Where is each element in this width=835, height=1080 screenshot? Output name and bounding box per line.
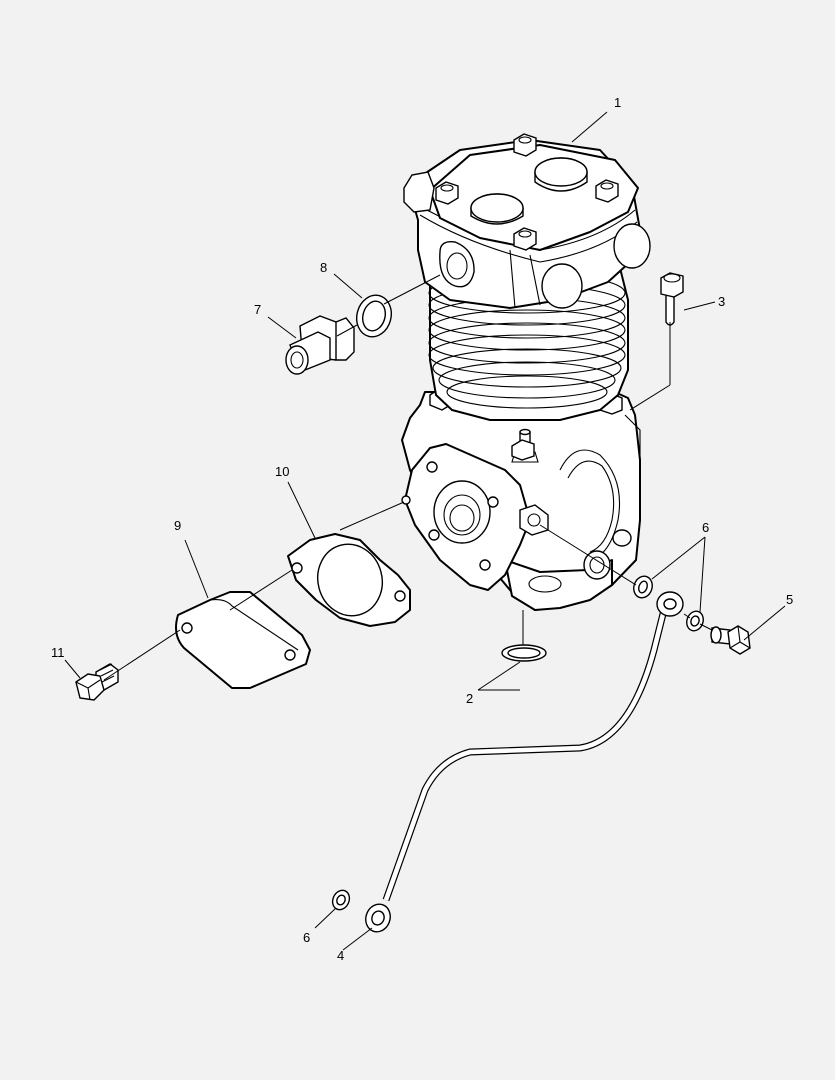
callout-7: 7: [254, 302, 261, 317]
callout-10: 10: [275, 464, 289, 479]
washer-6-upper-right: [686, 610, 704, 632]
banjo-bolt-5: [710, 625, 751, 655]
callout-11: 11: [51, 645, 65, 660]
cover-plate-9: [175, 591, 311, 689]
washer-6-upper-left: [633, 575, 653, 599]
fitting-7: [285, 315, 355, 375]
compressor-assembly: [401, 133, 651, 611]
o-ring-2: [501, 644, 547, 662]
head-bolt: [513, 227, 537, 251]
bolt-11: [75, 663, 119, 701]
gasket-10: [287, 533, 411, 627]
pipe-4: [365, 591, 684, 933]
head-bolt: [595, 179, 619, 203]
callout-6-lower: 6: [303, 930, 310, 945]
head-bolt: [513, 133, 537, 157]
callout-9: 9: [174, 518, 181, 533]
callout-6-upper: 6: [702, 520, 709, 535]
callout-3: 3: [718, 294, 725, 309]
assembly-lines: [103, 274, 713, 681]
callout-1: 1: [614, 95, 621, 110]
callout-8: 8: [320, 260, 327, 275]
callout-4: 4: [337, 948, 344, 963]
bolt-3: [660, 272, 684, 326]
callout-5: 5: [786, 592, 793, 607]
washer-6-lower: [331, 889, 351, 911]
callout-leaders: [64, 111, 786, 951]
head-bolt: [435, 181, 459, 205]
callout-2: 2: [466, 691, 473, 706]
seal-ring-8: [356, 294, 392, 338]
callout-labels: 1 2 3 4 5 6 6 7 8 9 10 11: [51, 95, 793, 963]
